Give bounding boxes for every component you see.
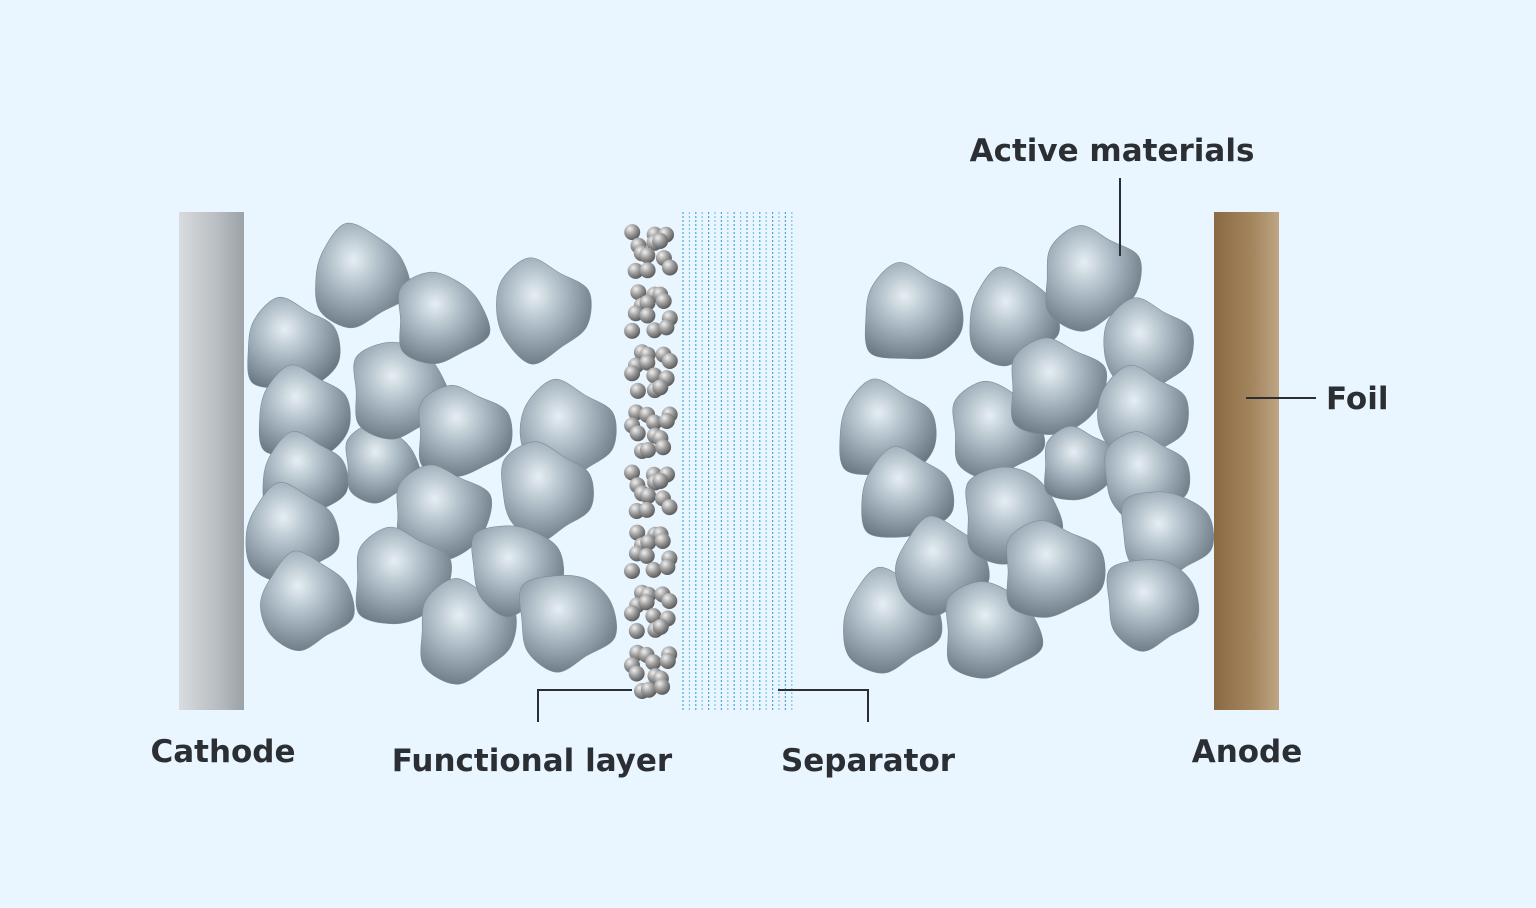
functional-layer-bead: [646, 322, 663, 339]
functional-layer-bead: [654, 678, 671, 695]
cathode-particle: [315, 222, 411, 329]
functional-layer-bead: [624, 605, 640, 622]
anode-particle: [1106, 559, 1200, 652]
anode-particle: [1045, 225, 1142, 332]
anode-particle: [839, 378, 937, 477]
functional-layer-bead: [659, 559, 676, 575]
functional-layer-bead: [639, 247, 656, 264]
functional-layer-bead: [629, 382, 646, 399]
functional-layer-bead: [639, 294, 656, 311]
cathode-label: Cathode: [150, 734, 295, 770]
functional-layer-bead: [638, 594, 655, 611]
anode-foil: [1214, 212, 1279, 710]
separator-label: Separator: [781, 743, 956, 779]
functional-layer-bead: [629, 425, 646, 442]
functional-layer-bead: [659, 653, 676, 669]
functional-layer-bead: [640, 534, 657, 551]
separator-lines: [682, 212, 793, 710]
functional-layer-bead: [639, 262, 656, 279]
cathode-particle: [418, 385, 513, 478]
functional-layer-bead: [652, 379, 669, 396]
functional-layer-bead: [661, 259, 678, 276]
anode-particle: [1011, 337, 1108, 435]
functional-layer-bead: [624, 563, 640, 579]
cathode-particle: [519, 574, 617, 673]
foil-label: Foil: [1326, 381, 1388, 417]
cathode-particle: [496, 257, 592, 365]
functional-layer-bead: [652, 618, 669, 635]
functional-layer-bead: [624, 322, 641, 339]
functional-layer-bead: [652, 233, 669, 249]
functional-layer-beads: [624, 224, 678, 699]
functional-layer-bead: [654, 533, 671, 549]
functional-layer-bead: [640, 681, 657, 698]
functional-layer-bead: [658, 413, 675, 429]
functional-layer-label: Functional layer: [392, 743, 673, 779]
anode-label: Anode: [1192, 734, 1303, 770]
leader-lines: [537, 178, 1316, 722]
functional-layer-bead: [640, 442, 656, 458]
functional-layer-bead: [639, 307, 656, 324]
functional-layer-leader: [537, 689, 632, 722]
functional-layer-bead: [661, 593, 678, 609]
functional-layer-bead: [624, 365, 641, 382]
cathode-active-materials: [245, 222, 617, 685]
functional-layer-bead: [640, 487, 657, 504]
functional-layer-bead: [630, 284, 647, 301]
cathode-particle: [398, 271, 491, 365]
functional-layer-bead: [638, 501, 655, 518]
anode-particle: [864, 262, 964, 360]
separator-leader: [778, 689, 869, 722]
active-materials-label: Active materials: [970, 133, 1255, 169]
anode-particle: [1006, 520, 1106, 618]
functional-layer-bead: [624, 224, 641, 241]
functional-layer-bead: [661, 499, 678, 516]
functional-layer-bead: [628, 665, 645, 682]
functional-layer-bead: [658, 319, 675, 336]
functional-layer-bead: [624, 464, 640, 481]
functional-layer-bead: [639, 354, 656, 371]
functional-layer-bead: [655, 439, 672, 456]
functional-layer-bead: [661, 353, 678, 369]
cathode-particle: [260, 550, 355, 652]
functional-layer-bead: [628, 623, 645, 639]
functional-layer-bead: [629, 524, 646, 541]
functional-layer-bead: [645, 561, 662, 578]
functional-layer-bead: [645, 654, 662, 671]
cathode-foil: [179, 212, 244, 710]
functional-layer-bead: [652, 473, 669, 489]
functional-layer-bead: [655, 293, 672, 309]
functional-layer-bead: [646, 414, 663, 431]
anode-particle: [1044, 425, 1118, 501]
functional-layer-bead: [627, 262, 644, 279]
anode-active-materials: [839, 225, 1215, 679]
functional-layer-bead: [646, 367, 663, 384]
cathode-particle: [501, 441, 594, 543]
functional-layer-bead: [638, 547, 655, 564]
